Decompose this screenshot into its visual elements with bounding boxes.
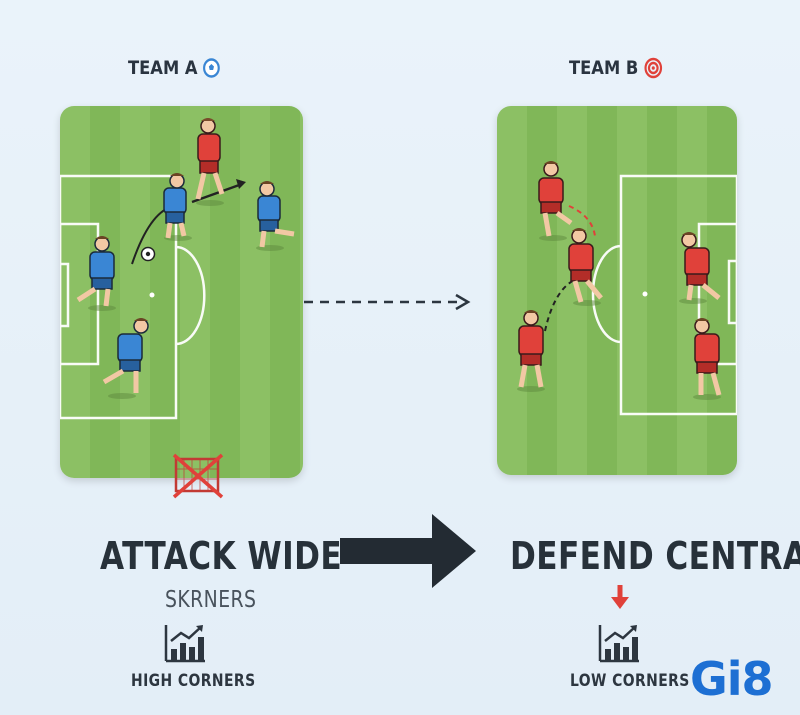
bar-chart-up-icon <box>598 625 639 663</box>
team-b-name: TEAM B <box>569 57 639 79</box>
gi8-logo: Gi8 <box>690 652 774 706</box>
low-corners-label: LOW CORNERS <box>570 671 690 691</box>
player-red-b2 <box>568 228 603 306</box>
cover-line <box>568 205 596 237</box>
down-arrow-icon <box>611 585 629 609</box>
player-red-b5 <box>693 318 722 400</box>
goal-a <box>60 262 70 328</box>
attack-wide-title: ATTACK WIDE <box>100 534 343 578</box>
pitch-team-b <box>497 106 737 475</box>
penalty-area-b <box>619 174 737 416</box>
penalty-spot-a <box>149 292 155 298</box>
player-blue-1 <box>163 173 192 241</box>
bar-chart-up-icon <box>164 625 205 663</box>
penalty-spot-b <box>642 291 648 297</box>
team-a-label: TEAM A <box>128 57 220 79</box>
target-icon <box>644 57 662 79</box>
dashed-arrow <box>304 293 471 311</box>
pitch-team-a <box>60 106 303 478</box>
player-blue-3 <box>76 236 116 311</box>
track-line <box>544 277 580 332</box>
player-red-1 <box>195 118 225 206</box>
player-red-b3 <box>517 310 545 392</box>
penalty-area-a <box>60 174 178 420</box>
penalty-arc-b <box>591 244 622 344</box>
run-arrowhead <box>236 179 246 189</box>
penalty-arc-a <box>175 245 206 346</box>
goal-b <box>727 259 737 325</box>
team-b-label: TEAM B <box>569 57 662 79</box>
player-red-b4 <box>679 232 721 304</box>
defend-central-title: DEFEND CENTRAL <box>510 534 800 578</box>
team-a-name: TEAM A <box>128 57 198 79</box>
goal-area-a <box>60 222 100 366</box>
big-arrow-icon <box>340 514 476 588</box>
player-red-b1 <box>538 161 573 241</box>
goal-area-b <box>697 222 737 366</box>
left-subtitle: SKRNERS <box>165 587 257 613</box>
crossed-goal-icon <box>172 453 224 499</box>
high-corners-label: HIGH CORNERS <box>131 671 256 691</box>
player-blue-2 <box>256 181 295 251</box>
player-blue-4 <box>102 318 149 399</box>
soccer-ball-icon <box>202 58 220 78</box>
